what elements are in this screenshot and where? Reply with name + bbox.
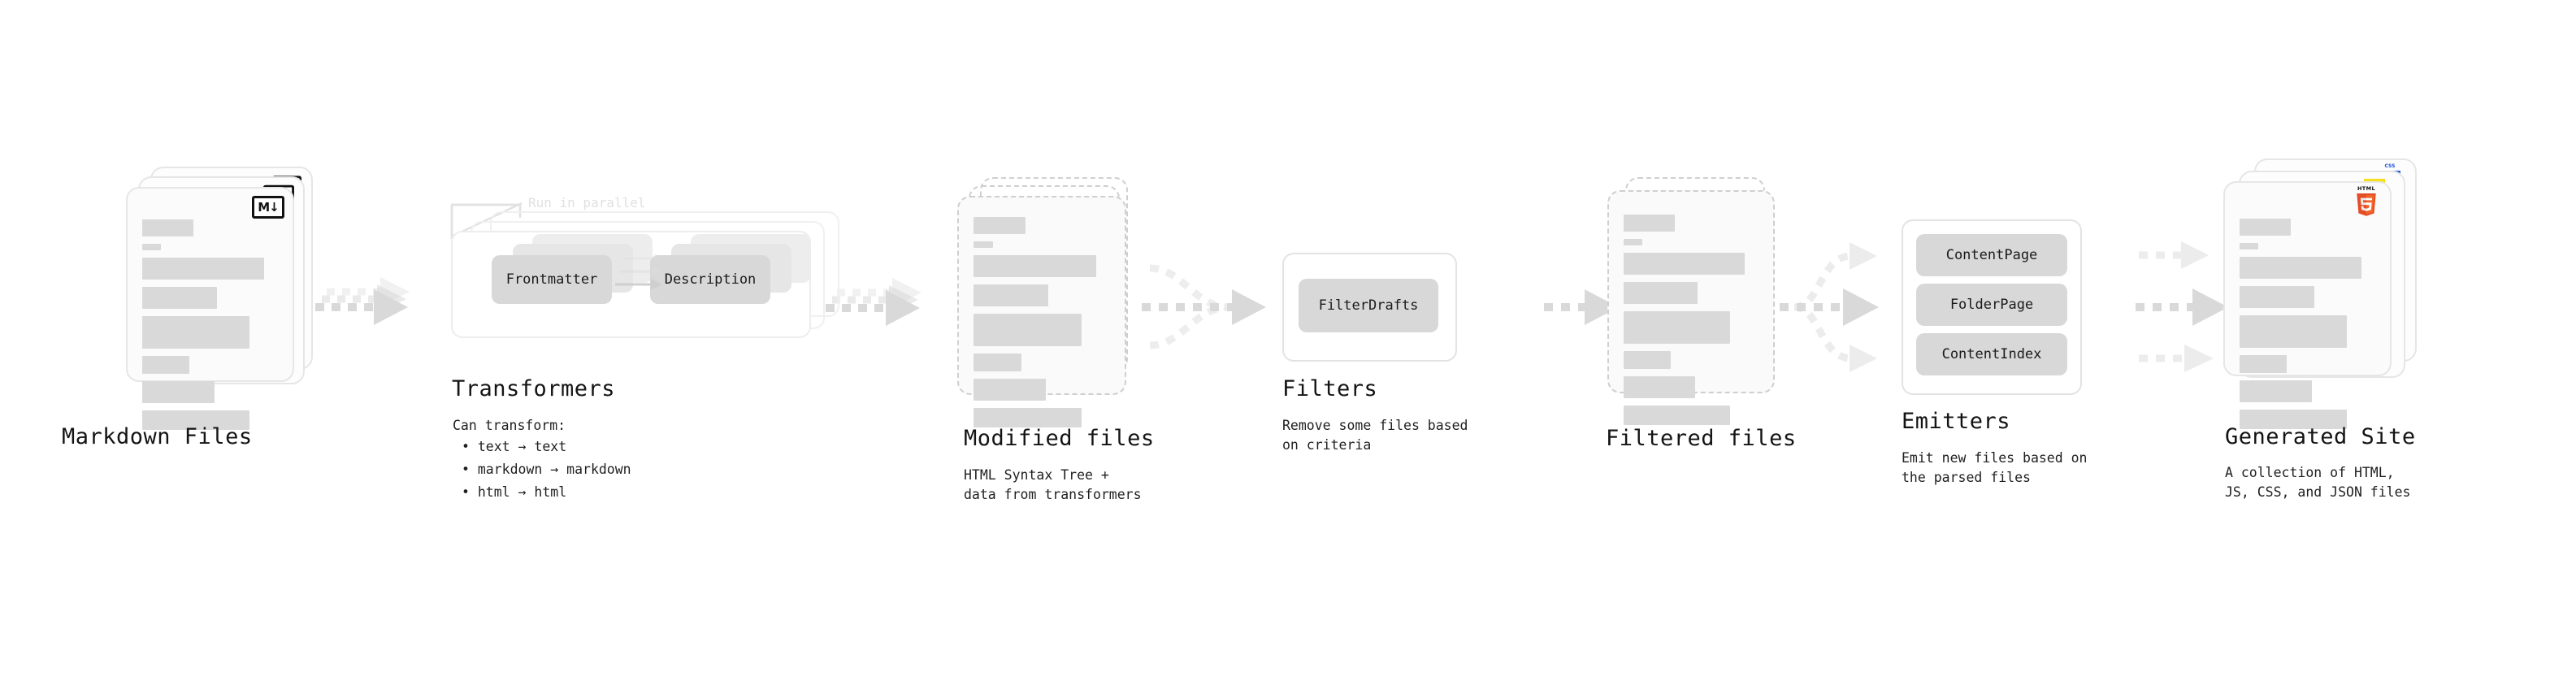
skeleton-bar (2240, 315, 2347, 348)
chip-filterdrafts[interactable]: FilterDrafts (1299, 279, 1438, 332)
run-in-parallel-note: Run in parallel (528, 195, 646, 210)
markdown-skeleton (142, 219, 278, 437)
modified-files-title: Modified files (964, 426, 1155, 451)
skeleton-bar (2240, 219, 2292, 236)
arrow-transformers-to-modified (826, 278, 922, 326)
skeleton-bar (2240, 410, 2347, 429)
filtered-files-stack (1607, 177, 1794, 425)
skeleton-bar (1624, 311, 1731, 344)
filters-subtitle: Remove some files based on criteria (1282, 418, 1468, 453)
html5-icon: HTML (2354, 185, 2379, 216)
skeleton-bar (974, 255, 1097, 277)
generated-site-card-html: HTML (2223, 181, 2392, 429)
skeleton-bar (974, 408, 1082, 427)
skeleton-bar (2240, 243, 2259, 249)
modified-skeleton (974, 217, 1110, 435)
arrow-emitters-to-site (2136, 241, 2228, 372)
css-icon-label: CSS (2384, 163, 2396, 169)
skeleton-bar (1624, 239, 1643, 245)
skeleton-bar (2240, 380, 2312, 402)
generated-site-subtitle: A collection of HTML, JS, CSS, and JSON … (2225, 465, 2411, 500)
skeleton-bar (1624, 215, 1676, 232)
arrow-modified-to-filters (1142, 264, 1266, 349)
filtered-files-title: Filtered files (1606, 426, 1797, 451)
skeleton-bar (1624, 406, 1731, 425)
skeleton-bar (142, 287, 217, 309)
markdown-files-stack: M↓ M↓ M↓ (126, 167, 313, 430)
filtered-file-card-front (1607, 190, 1775, 425)
skeleton-bar (142, 381, 215, 403)
chip-frontmatter[interactable]: Frontmatter (492, 255, 612, 304)
modified-file-card-front (957, 196, 1126, 427)
skeleton-bar (974, 217, 1026, 234)
skeleton-bar (142, 356, 190, 374)
skeleton-bar (142, 316, 249, 349)
generated-site-skeleton (2240, 219, 2375, 436)
transformers-subtitle-head: Can transform: (453, 418, 566, 433)
generated-site-stack: CSS JS HTML (2223, 158, 2426, 429)
skeleton-bar (2240, 286, 2314, 308)
arrow-markdown-to-transformers (315, 277, 410, 325)
skeleton-bar (974, 241, 993, 248)
modified-files-stack (957, 177, 1144, 427)
skeleton-bar (974, 314, 1082, 346)
skeleton-bar (974, 284, 1049, 306)
transformers-bullet-1: • text → text (462, 439, 567, 454)
skeleton-bar (142, 244, 162, 250)
transformer-inner-arrows (615, 254, 664, 290)
skeleton-bar (974, 354, 1021, 371)
markdown-icon: M↓ (252, 196, 284, 219)
skeleton-bar (2240, 355, 2288, 373)
transformers-bullet-3: • html → html (462, 484, 567, 500)
skeleton-bar (1624, 253, 1746, 275)
skeleton-bar (142, 219, 194, 236)
modified-files-subtitle: HTML Syntax Tree + data from transformer… (964, 467, 1142, 502)
transformers-title: Transformers (452, 376, 616, 401)
transformers-group: Frontmatter Description (451, 211, 841, 358)
generated-site-title: Generated Site (2225, 424, 2416, 449)
html5-icon-word: HTML (2357, 185, 2376, 192)
filters-title: Filters (1282, 376, 1378, 401)
markdown-files-title: Markdown Files (62, 424, 253, 449)
skeleton-bar (1624, 282, 1698, 304)
skeleton-bar (2240, 257, 2362, 279)
arrow-filtered-to-emitters (1780, 242, 1879, 372)
skeleton-bar (974, 379, 1047, 401)
chip-folderpage[interactable]: FolderPage (1916, 284, 2067, 326)
transformers-bullet-2: • markdown → markdown (462, 462, 631, 477)
skeleton-bar (1624, 351, 1672, 369)
emitters-subtitle: Emit new files based on the parsed files (1902, 450, 2088, 485)
skeleton-bar (1624, 376, 1695, 398)
filtered-skeleton (1624, 215, 1759, 432)
chip-contentindex[interactable]: ContentIndex (1916, 333, 2067, 375)
arrow-filters-to-filtered (1544, 289, 1619, 325)
markdown-file-card-front: M↓ (126, 187, 294, 430)
skeleton-bar (142, 410, 249, 430)
emitters-title: Emitters (1902, 409, 2011, 434)
chip-contentpage[interactable]: ContentPage (1916, 234, 2067, 276)
skeleton-bar (142, 258, 265, 280)
chip-description[interactable]: Description (650, 255, 770, 304)
